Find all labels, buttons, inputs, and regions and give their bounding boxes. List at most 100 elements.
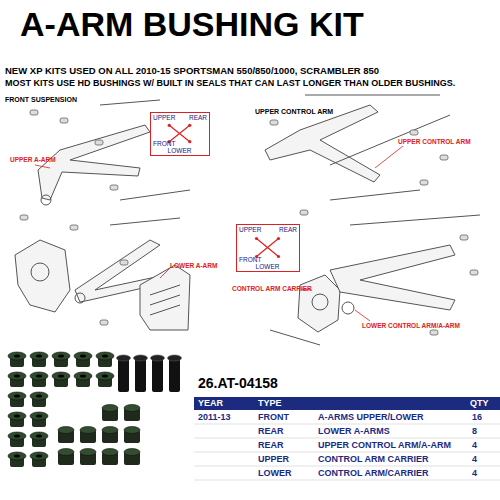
arrow-head <box>188 140 191 143</box>
direction-label: LOWER <box>168 148 192 155</box>
bushing-bore <box>102 355 108 358</box>
sleeve-top <box>151 355 165 361</box>
bushing-flange <box>8 452 26 460</box>
bushing-bore <box>36 375 42 378</box>
bushing-flange <box>8 372 26 380</box>
bushing-flange <box>8 432 26 440</box>
bushing-flange <box>8 352 26 360</box>
part-label: CONTROL ARM CARRIER <box>232 285 312 292</box>
direction-label: REAR <box>189 115 207 122</box>
table-cell: LOWER <box>258 469 292 479</box>
arrow-line <box>180 134 190 142</box>
bushing-bore <box>58 355 64 358</box>
table-cell: 4 <box>472 469 477 479</box>
bushing-top <box>102 405 118 412</box>
table-cell: CONTROL ARM CARRIER <box>318 455 429 465</box>
table-cell: REAR <box>258 427 284 437</box>
bushing-bore <box>36 355 42 358</box>
part-heading: UPPER CONTROL ARM <box>255 108 333 116</box>
table-cell: UPPER <box>258 455 289 465</box>
table-cell: CONTROL ARM/CARRIER <box>318 469 429 479</box>
bushing-flange <box>74 372 92 380</box>
bushing-bore <box>36 455 42 458</box>
table-header: YEAR <box>198 399 223 409</box>
direction-label: REAR <box>279 227 297 234</box>
bushing-flange <box>30 452 48 460</box>
bushing-bore <box>102 375 108 378</box>
table-cell: REAR <box>258 441 284 451</box>
bushing-top <box>80 449 96 456</box>
note-text: NEW XP KITS USED ON ALL 2010-15 SPORTSMA… <box>5 66 379 76</box>
direction-box: UPPER REAR FRONTLOWER <box>236 224 300 272</box>
bushing-bore <box>80 355 86 358</box>
table-cell: LOWER A-ARMS <box>318 427 390 437</box>
arrow-line <box>180 125 190 133</box>
bushing-top <box>58 449 74 456</box>
bushing-bore <box>36 435 42 438</box>
arrow-line <box>257 248 268 257</box>
direction-label: LOWER <box>256 264 280 271</box>
table-cell: UPPER CONTROL ARM/A-ARM <box>318 441 451 451</box>
table-header: TYPE <box>258 399 282 409</box>
bushing-flange <box>52 352 70 360</box>
bushing-flange <box>30 412 48 420</box>
direction-label: UPPER <box>239 227 261 234</box>
sleeve-top <box>134 355 148 361</box>
table-cell: 4 <box>472 455 477 465</box>
arrow-line <box>268 239 279 248</box>
table-header-bar <box>194 397 500 410</box>
bushing-flange <box>96 372 114 380</box>
table-header: QTY <box>470 399 489 409</box>
title: A-ARM BUSHING KIT <box>20 6 364 43</box>
arrow-head <box>277 255 280 258</box>
bushing-top <box>124 427 140 434</box>
bushing-flange <box>30 372 48 380</box>
arrow-head <box>188 124 191 127</box>
bushing-bore <box>36 415 42 418</box>
bushing-bore <box>14 355 20 358</box>
table-cell: 4 <box>472 441 477 451</box>
direction-box: UPPER REAR FRONTLOWER <box>150 112 210 156</box>
part-label: UPPER CONTROL ARM <box>398 138 471 145</box>
arrow-line <box>169 125 179 133</box>
arrow-head <box>255 237 258 240</box>
section-heading: FRONT SUSPENSION <box>5 96 77 104</box>
bushing-top <box>102 427 118 434</box>
bushing-bore <box>80 375 86 378</box>
part-label: UPPER A-ARM <box>10 156 56 163</box>
arrow-head <box>168 124 171 127</box>
bushing-bore <box>14 435 20 438</box>
direction-label: FRONT <box>153 141 175 148</box>
bushing-flange <box>8 412 26 420</box>
bushing-top <box>102 449 118 456</box>
part-number: 26.AT-04158 <box>198 376 278 391</box>
bushing-flange <box>30 392 48 400</box>
direction-label: UPPER <box>153 115 175 122</box>
sleeve-top <box>117 355 131 361</box>
arrow-line <box>257 239 268 248</box>
direction-label: FRONT <box>239 257 261 264</box>
bushing-top <box>124 405 140 412</box>
bushing-top <box>124 449 140 456</box>
table-cell: FRONT <box>258 413 289 423</box>
bushing-bore <box>14 455 20 458</box>
sleeve-top <box>168 355 182 361</box>
bushing-top <box>80 427 96 434</box>
bushing-top <box>58 427 74 434</box>
table-cell: 8 <box>472 427 477 437</box>
table-cell: A-ARMS UPPER/LOWER <box>318 413 424 423</box>
bushing-bore <box>36 395 42 398</box>
note-text: MOST KITS USE HD BUSHINGS W/ BUILT IN SE… <box>5 79 455 89</box>
table-cell: 2011-13 <box>198 413 231 423</box>
arrow-head <box>277 237 280 240</box>
bushing-bore <box>14 395 20 398</box>
part-label: LOWER CONTROL ARM/A-ARM <box>362 322 460 329</box>
sleeve <box>169 358 180 392</box>
bushing-flange <box>52 372 70 380</box>
bushing-flange <box>74 352 92 360</box>
arrow-line <box>268 248 279 257</box>
sleeve <box>118 358 129 392</box>
sleeve <box>135 358 146 392</box>
bushing-bore <box>58 375 64 378</box>
